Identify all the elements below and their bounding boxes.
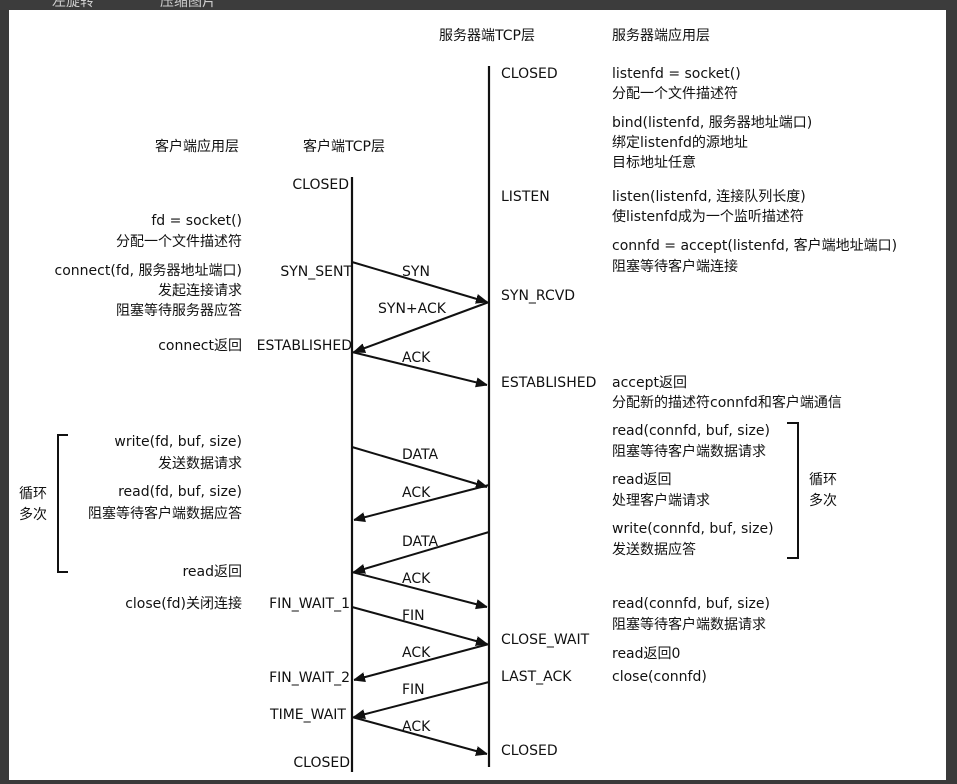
client-write-call: write(fd, buf, size) [114,434,242,450]
msg-syn-ack: SYN+ACK [378,301,447,317]
server-read-handle: 处理客户端请求 [612,492,710,509]
server-read2-wait: 阻塞等待客户端数据请求 [612,616,766,633]
client-state-fin-wait-1: FIN_WAIT_1 [269,596,350,612]
server-read-zero: read返回0 [612,646,680,662]
server-state-listen: LISTEN [501,189,550,205]
left-panel-edge [0,10,9,780]
server-read2-call: read(connfd, buf, size) [612,596,770,612]
tcp-sequence-diagram: 服务器端TCP层 服务器端应用层 客户端应用层 客户端TCP层 CLOSED S… [19,27,897,772]
server-state-syn-rcvd: SYN_RCVD [501,288,575,304]
msg-data-1: DATA [402,447,438,463]
server-write-desc: 发送数据应答 [612,541,696,558]
client-connect-return: connect返回 [158,338,242,354]
client-state-closed-top: CLOSED [292,177,349,193]
server-listen-call: listen(listenfd, 连接队列长度) [612,188,806,205]
client-state-syn-sent: SYN_SENT [280,264,352,280]
server-socket-desc: 分配一个文件描述符 [612,86,738,102]
header-server-tcp: 服务器端TCP层 [439,28,535,44]
msg-ack-5: ACK [402,719,431,735]
client-connect-desc: 发起连接请求 [158,282,242,299]
arrow-ack-4 [354,643,490,680]
arrow-data-1 [351,446,487,487]
arrow-data-2 [354,531,490,572]
header-client-tcp: 客户端TCP层 [303,138,385,155]
server-state-established: ESTABLISHED [501,375,596,391]
header-server-app: 服务器端应用层 [612,27,710,44]
msg-fin-1: FIN [402,608,425,624]
server-write-call: write(connfd, buf, size) [612,521,774,537]
client-state-established: ESTABLISHED [257,338,352,354]
arrow-ack-2 [354,484,490,520]
server-accept-call: connfd = accept(listenfd, 客户端地址端口) [612,237,897,254]
server-bind-call: bind(listenfd, 服务器地址端口) [612,115,812,131]
arrow-syn-ack [354,301,490,353]
arrow-ack-1 [351,351,487,385]
msg-ack-1: ACK [402,350,431,366]
client-loop-bracket [57,434,68,573]
arrow-ack-3 [351,571,487,607]
server-loop-label-2: 多次 [809,492,837,509]
msg-ack-4: ACK [402,645,431,661]
msg-data-2: DATA [402,534,438,550]
server-read-call: read(connfd, buf, size) [612,423,770,439]
client-read-call: read(fd, buf, size) [118,484,242,500]
client-read-return: read返回 [182,564,242,580]
arrow-fin-1 [351,606,487,644]
server-bind-target: 目标地址任意 [612,154,696,171]
server-loop-bracket [787,422,799,559]
server-accept-return: accept返回 [612,375,687,391]
msg-ack-2: ACK [402,485,431,501]
client-state-time-wait: TIME_WAIT [269,707,346,723]
server-loop-label-1: 循环 [809,472,837,488]
server-state-closed-top: CLOSED [501,66,558,82]
arrow-syn [351,261,487,302]
server-close-call: close(connfd) [612,669,707,685]
server-accept-wait: 阻塞等待客户端连接 [612,258,738,275]
client-connect-wait: 阻塞等待服务器应答 [116,302,242,319]
arrow-fin-2 [354,681,490,717]
server-listen-desc: 使listenfd成为一个监听描述符 [612,208,804,225]
tcp-diagram-canvas: 服务器端TCP层 服务器端应用层 客户端应用层 客户端TCP层 CLOSED S… [9,10,946,780]
client-socket-call: fd = socket() [151,213,242,229]
compress-image-button[interactable]: 压缩图片 [160,0,216,10]
server-state-close-wait: CLOSE_WAIT [501,632,590,648]
client-state-closed-bottom: CLOSED [293,755,350,771]
arrow-ack-5 [351,716,487,754]
client-state-fin-wait-2: FIN_WAIT_2 [269,670,350,686]
server-read-return: read返回 [612,472,672,488]
client-loop-label-2: 多次 [19,506,47,523]
client-socket-desc: 分配一个文件描述符 [116,234,242,250]
server-accept-desc: 分配新的描述符connfd和客户端通信 [612,394,842,411]
client-write-desc: 发送数据请求 [158,456,242,472]
rotate-left-button[interactable]: 左旋转 [52,0,94,10]
client-connect-call: connect(fd, 服务器地址端口) [55,263,242,279]
header-client-app: 客户端应用层 [155,138,239,155]
server-bind-desc: 绑定listenfd的源地址 [612,135,748,151]
client-loop-label-1: 循环 [19,486,47,502]
msg-syn: SYN [402,264,430,280]
server-read-wait: 阻塞等待客户端数据请求 [612,443,766,460]
client-close-call: close(fd)关闭连接 [125,595,242,612]
client-read-desc: 阻塞等待客户端数据应答 [88,505,242,522]
msg-ack-3: ACK [402,571,431,587]
msg-fin-2: FIN [402,682,425,698]
server-socket-call: listenfd = socket() [612,66,741,82]
server-state-last-ack: LAST_ACK [501,669,572,685]
server-state-closed-bottom: CLOSED [501,743,558,759]
right-panel-edge [946,10,957,780]
